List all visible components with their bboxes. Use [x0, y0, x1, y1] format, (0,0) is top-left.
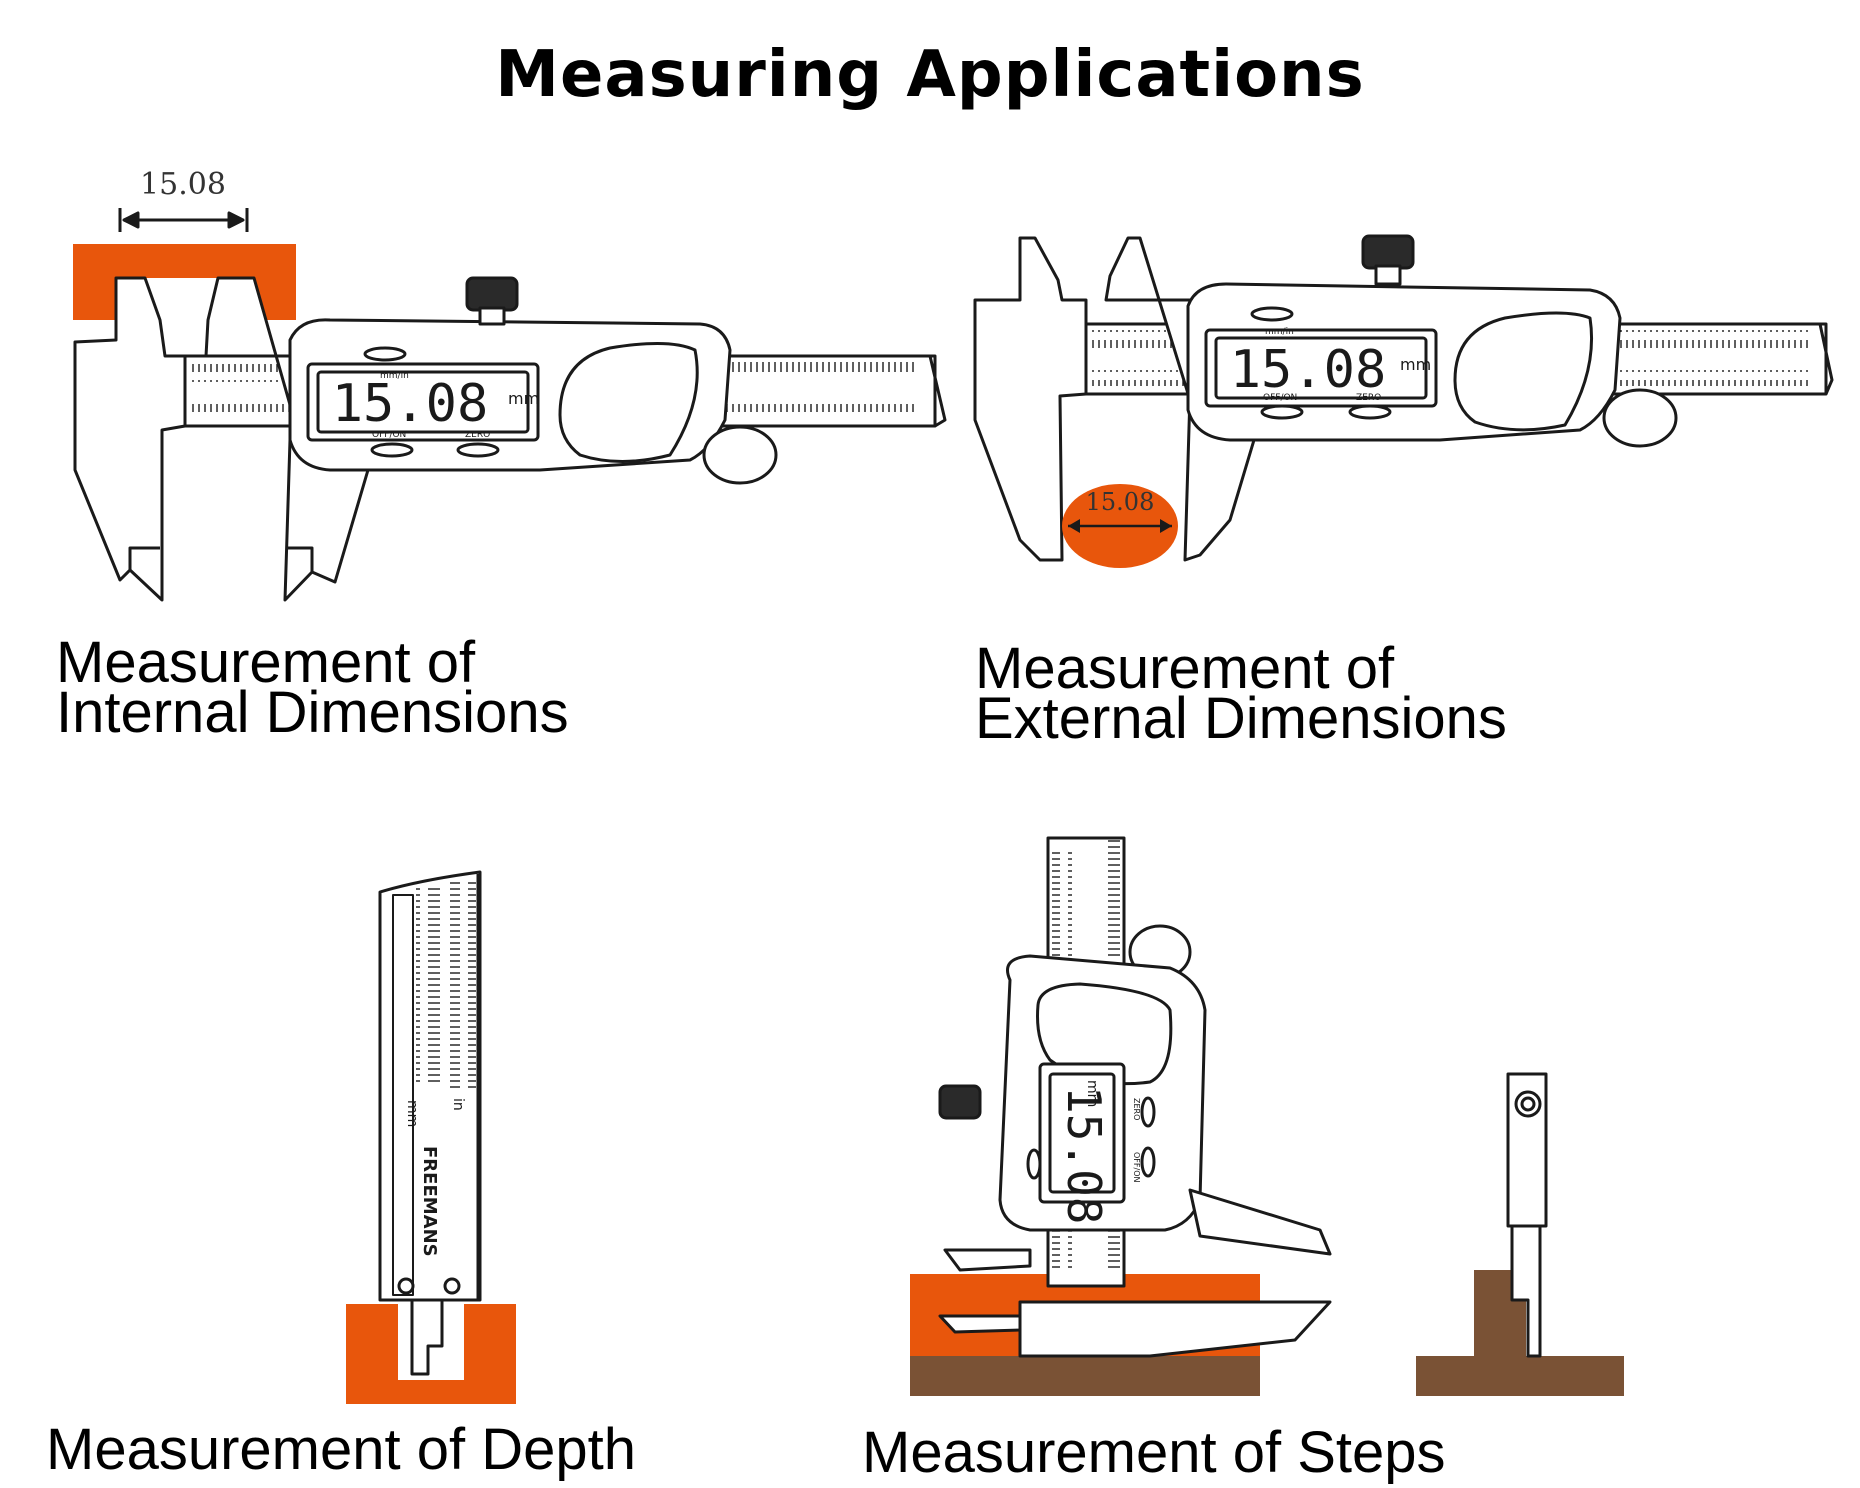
external-zero-label: ZERO	[1356, 393, 1381, 403]
external-onoff-button	[1260, 404, 1304, 420]
external-thumb-wheel	[1361, 234, 1415, 270]
internal-dimension-arrow	[118, 208, 249, 232]
internal-fixed-jaw	[73, 276, 187, 602]
steps-caption: Measurement of Steps	[862, 1420, 1446, 1485]
internal-lcd-value: 15.08	[332, 374, 489, 434]
depth-unit-mm: mm	[404, 1100, 420, 1127]
page-title: Measuring Applications	[495, 38, 1365, 112]
internal-caption-line1: Measurement of	[56, 630, 476, 695]
steps-base	[910, 1356, 1260, 1396]
external-onoff-label: OFF/ON	[1263, 393, 1297, 403]
external-mode-label: mm/in	[1265, 327, 1294, 337]
external-lcd-value: 15.08	[1230, 340, 1387, 400]
steps-side-base	[1416, 1356, 1624, 1396]
external-zero-button	[1348, 404, 1392, 420]
depth-measurement-diagram: mm in FREEMANS	[346, 870, 516, 1404]
steps-measurement-diagram: 15.08 mm OFF/ON ZERO	[910, 836, 1624, 1396]
external-lcd-unit: mm	[1400, 355, 1431, 374]
internal-zero-label: ZERO	[465, 430, 490, 440]
depth-rod	[410, 1298, 444, 1376]
steps-lcd-value: 15.08	[1057, 1086, 1111, 1224]
steps-thumb-wheel	[938, 1084, 982, 1120]
steps-onoff-label: OFF/ON	[1132, 1152, 1141, 1182]
external-caption-line2: External Dimensions	[975, 686, 1507, 751]
internal-onoff-label: OFF/ON	[372, 430, 406, 440]
internal-zero-button	[456, 442, 500, 458]
internal-thumb-wheel	[465, 276, 519, 312]
depth-brand-label: FREEMANS	[419, 1146, 440, 1257]
internal-lcd-unit: mm	[508, 389, 539, 408]
internal-workpiece	[73, 244, 296, 320]
internal-onoff-button	[370, 442, 414, 458]
steps-zero-label: ZERO	[1132, 1098, 1141, 1120]
steps-mode-button	[1026, 1148, 1042, 1180]
steps-lcd-unit: mm	[1084, 1080, 1100, 1107]
depth-unit-in: in	[450, 1098, 466, 1111]
external-fixed-jaw	[973, 236, 1088, 562]
depth-caption: Measurement of Depth	[46, 1417, 636, 1482]
external-measurement-diagram: 15.08 15.08 mm mm/in OFF/ON ZERO	[973, 234, 1834, 568]
internal-mode-button	[363, 346, 407, 362]
external-dimension-label: 15.08	[1086, 488, 1155, 516]
internal-caption: Measurement of Internal Dimensions	[56, 630, 569, 745]
internal-mode-label: mm/in	[380, 371, 409, 381]
external-caption-line1: Measurement of	[975, 636, 1395, 701]
steps-zero-button	[1140, 1096, 1156, 1128]
internal-caption-line2: Internal Dimensions	[56, 680, 569, 745]
steps-onoff-button	[1140, 1146, 1156, 1178]
external-mode-button	[1250, 306, 1294, 322]
external-caption: Measurement of External Dimensions	[975, 636, 1507, 751]
internal-dimension-label: 15.08	[140, 167, 226, 202]
internal-measurement-diagram: 15.08 15.08 mm mm/in OFF/ON ZERO	[73, 167, 947, 602]
